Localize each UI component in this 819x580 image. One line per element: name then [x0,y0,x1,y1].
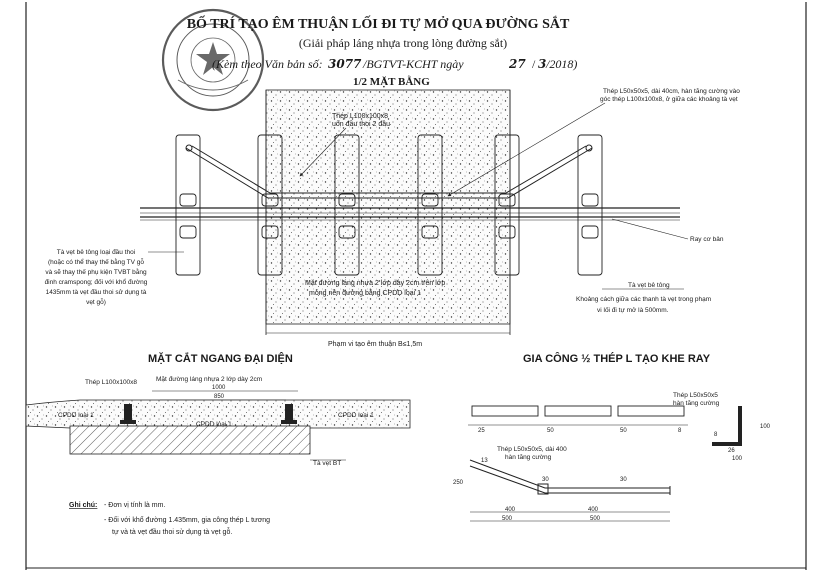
svg-text:26: 26 [728,448,735,454]
svg-text:500: 500 [590,516,601,522]
label-sleeper-spacing: Khoảng cách giữa các thanh tà vẹt trong … [576,296,711,303]
section-label-steel: Thép L100x100x8 [85,379,137,386]
rail-lines [140,207,680,221]
svg-text:250: 250 [453,480,464,486]
notes-heading: Ghi chú: [69,502,97,509]
label-concrete-sleeper: Tà vẹt bê tông [628,282,670,289]
dim-850: 850 [214,394,225,400]
notes-line-2: - Đối với khổ đường 1.435mm, gia công th… [104,515,270,524]
doc-year: /2018) [545,57,577,71]
doc-ref-prefix: (Kèm theo Văn bản số: [212,57,323,71]
svg-text:và sẽ thay thế phụ kiện TVBT b: và sẽ thay thế phụ kiện TVBT bằng [45,267,147,276]
svg-text:500: 500 [502,516,513,522]
cpdd-left: CPDD loại 1 [58,412,94,419]
plan-heading: 1/2 MẶT BẰNG [353,75,430,88]
fabrication-heading: GIA CÔNG ½ THÉP L TẠO KHE RAY [523,352,711,365]
section-label-surface: Mặt đường láng nhựa 2 lớp dày 2cm [156,376,262,383]
dim-top-50a: 50 [547,428,554,434]
fabrication-bent-piece [469,459,671,495]
label-steel-l50: Thép L50x50x5, dài 40cm, hàn tăng cường … [603,88,740,95]
svg-text:vẹt gỗ): vẹt gỗ) [86,297,106,306]
fab-label-bottom: Thép L50x50x5, dài 400 [497,446,567,453]
fab-label-top: Thép L50x50x5 [673,392,718,399]
label-sleeper-spacing-b: vi lối đi tự mở là 500mm. [597,305,669,314]
dim-top-8: 8 [678,428,682,434]
svg-text:30: 30 [620,477,627,483]
svg-text:(hoặc có thể thay thế bằng TV: (hoặc có thể thay thế bằng TV gỗ [48,257,144,266]
notes-line-3: tự và tà vẹt đầu thoi sử dụng tà vẹt gỗ. [112,527,232,536]
cpdd-right: CPDD loại 1 [338,412,374,419]
concrete-sleepers [175,134,603,276]
label-rail: Ray cơ bản [690,236,724,243]
l-profile-section [712,406,742,446]
label-steel-l100-bend: uốn đầu thoi 2 đầu [332,119,390,128]
svg-text:đinh cramspong; đối với khổ đư: đinh cramspong; đối với khổ đường [45,277,148,286]
svg-text:1435mm tà vẹt đầu thoi sử dụng: 1435mm tà vẹt đầu thoi sử dụng tà [46,287,147,296]
section-concrete-sleeper [69,425,311,455]
range-label: Phạm vi tạo êm thuận B≤1,5m [328,341,422,348]
steel-l100-guard [185,144,593,199]
dim-top-50b: 50 [620,428,627,434]
doc-day-handwritten: 27 [508,57,526,71]
dim-top-25: 25 [478,428,485,434]
label-steel-l50-detail: góc thép L100x100x8, ở giữa các khoảng t… [600,95,738,103]
doc-number-handwritten: 3077 [328,57,362,71]
svg-text:400: 400 [588,507,599,513]
fabrication-top-pieces [471,405,685,417]
svg-text:100: 100 [760,424,771,430]
drawing-title: BỐ TRÍ TẠO ÊM THUẬN LỐI ĐI TỰ MỞ QUA ĐƯỜ… [187,14,570,32]
fab-label-bottom-b: hàn tăng cường [505,454,552,461]
section-heading: MẶT CẮT NGANG ĐẠI DIỆN [148,352,293,365]
section-rails [120,404,297,424]
svg-text:/: / [532,57,536,71]
doc-ref-mid: /BGTVT-KCHT ngày [362,57,464,71]
dim-1000: 1000 [212,385,226,391]
svg-text:400: 400 [505,507,516,513]
notes-line-1: - Đơn vị tính là mm. [104,502,165,509]
ministry-seal [161,8,265,112]
label-asphalt-surface-b: móng nền đường bằng CPDD loại 1 [309,288,421,297]
label-asphalt-surface: Mặt đường láng nhựa 2 lớp dày 2cm trên l… [305,280,445,287]
svg-text:13: 13 [481,458,488,464]
doc-month-handwritten: 3 [538,57,546,71]
svg-text:30: 30 [542,477,549,483]
section-label-sleeper: Tà vẹt BT [313,460,341,467]
left-sleeper-note: Tà vẹt bê tông loại đầu thoi (hoặc có th… [45,247,148,306]
svg-text:Tà vẹt bê tông loại đầu thoi: Tà vẹt bê tông loại đầu thoi [57,247,135,256]
svg-text:8: 8 [714,432,718,438]
fab-label-top-b: hàn tăng cường [673,400,720,407]
cpdd-mid: CPDD loại 1 [196,421,232,428]
asphalt-surface-area [265,89,511,325]
drawing-subtitle: (Giải pháp láng nhựa trong lòng đường sắ… [299,36,507,50]
svg-text:100: 100 [732,456,743,462]
label-steel-l100: Thép L100x100x8 [332,113,388,120]
